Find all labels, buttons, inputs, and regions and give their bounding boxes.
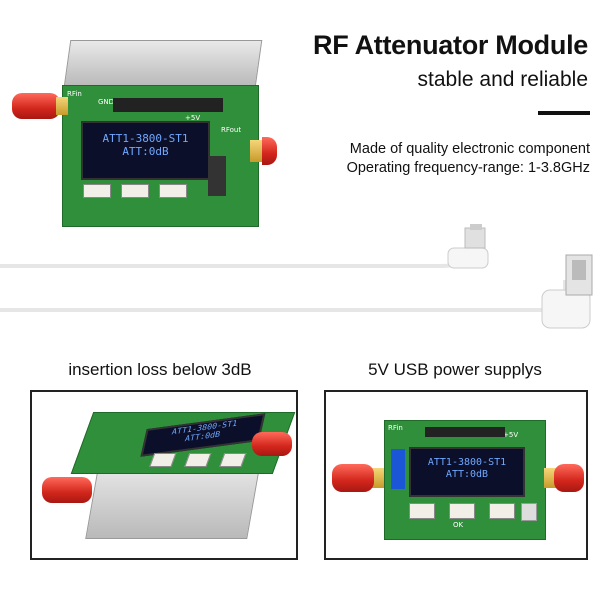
- oled-line-1: ATT1-3800-ST1: [102, 132, 189, 145]
- oled-display-angled: ATT1-3800-ST1 ATT:0dB: [140, 413, 266, 457]
- product-title: RF Attenuator Module: [313, 30, 588, 60]
- label-5v: +5V: [185, 114, 201, 122]
- side-connector: [391, 449, 405, 489]
- oled-line-2: ATT:0dB: [445, 468, 489, 480]
- label-gnd: GND: [98, 98, 115, 106]
- button-left: [409, 503, 435, 519]
- pcb-board-top: RFin +5V ATT1-3800-ST1 ATT:0dB OK: [384, 420, 546, 540]
- sma-nut-left: [372, 468, 384, 488]
- left-product-panel: ATT1-3800-ST1 ATT:0dB: [30, 390, 298, 560]
- sma-nut-right: [544, 468, 556, 488]
- product-subtitle: stable and reliable: [417, 68, 588, 91]
- button-right: [219, 453, 247, 467]
- button-left: [83, 184, 111, 198]
- sma-connector-left: [332, 464, 374, 492]
- oled-line-2: ATT:0dB: [122, 144, 169, 158]
- button-ok: [121, 184, 149, 198]
- sma-connector-right: [554, 464, 584, 492]
- sma-connector-left: [42, 477, 92, 503]
- label-rfin: RFin: [388, 424, 403, 432]
- pin-header: [425, 427, 505, 437]
- divider-rule: [538, 111, 590, 115]
- left-panel-caption: insertion loss below 3dB: [68, 360, 252, 379]
- oled-line-1: ATT1-3800-ST1: [427, 457, 507, 468]
- right-panel-caption: 5V USB power supplys: [368, 360, 542, 379]
- sma-connector-right: [262, 137, 277, 165]
- sma-nut-left: [56, 97, 68, 115]
- sma-connector-left: [12, 93, 60, 119]
- usb-socket: [521, 503, 537, 521]
- button-left: [149, 453, 177, 467]
- sma-nut-right: [250, 140, 264, 162]
- button-right: [159, 184, 187, 198]
- feature-line-1: Made of quality electronic component: [349, 141, 590, 157]
- feature-line-2: Operating frequency-range: 1-3.8GHz: [346, 160, 590, 176]
- label-rfout: RFout: [221, 126, 242, 134]
- right-product-panel: RFin +5V ATT1-3800-ST1 ATT:0dB OK: [324, 390, 588, 560]
- oled-display: ATT1-3800-ST1 ATT:0dB: [81, 121, 210, 180]
- button-ok: [184, 453, 212, 467]
- usb-cable: [0, 224, 593, 329]
- metal-enclosure: [63, 40, 263, 87]
- main-product-image: RFin GND +5V RFout ATT1-3800-ST1 ATT:0dB: [12, 35, 277, 235]
- label-ok: OK: [453, 521, 464, 529]
- button-ok: [449, 503, 475, 519]
- label-5v: +5V: [503, 431, 519, 439]
- sma-connector-right: [252, 432, 292, 456]
- label-rfin: RFin: [67, 90, 82, 98]
- button-right: [489, 503, 515, 519]
- oled-display: ATT1-3800-ST1 ATT:0dB: [409, 447, 525, 497]
- pin-header: [113, 98, 223, 112]
- pcb-board: RFin GND +5V RFout ATT1-3800-ST1 ATT:0dB: [62, 85, 259, 227]
- usb-socket: [208, 156, 226, 196]
